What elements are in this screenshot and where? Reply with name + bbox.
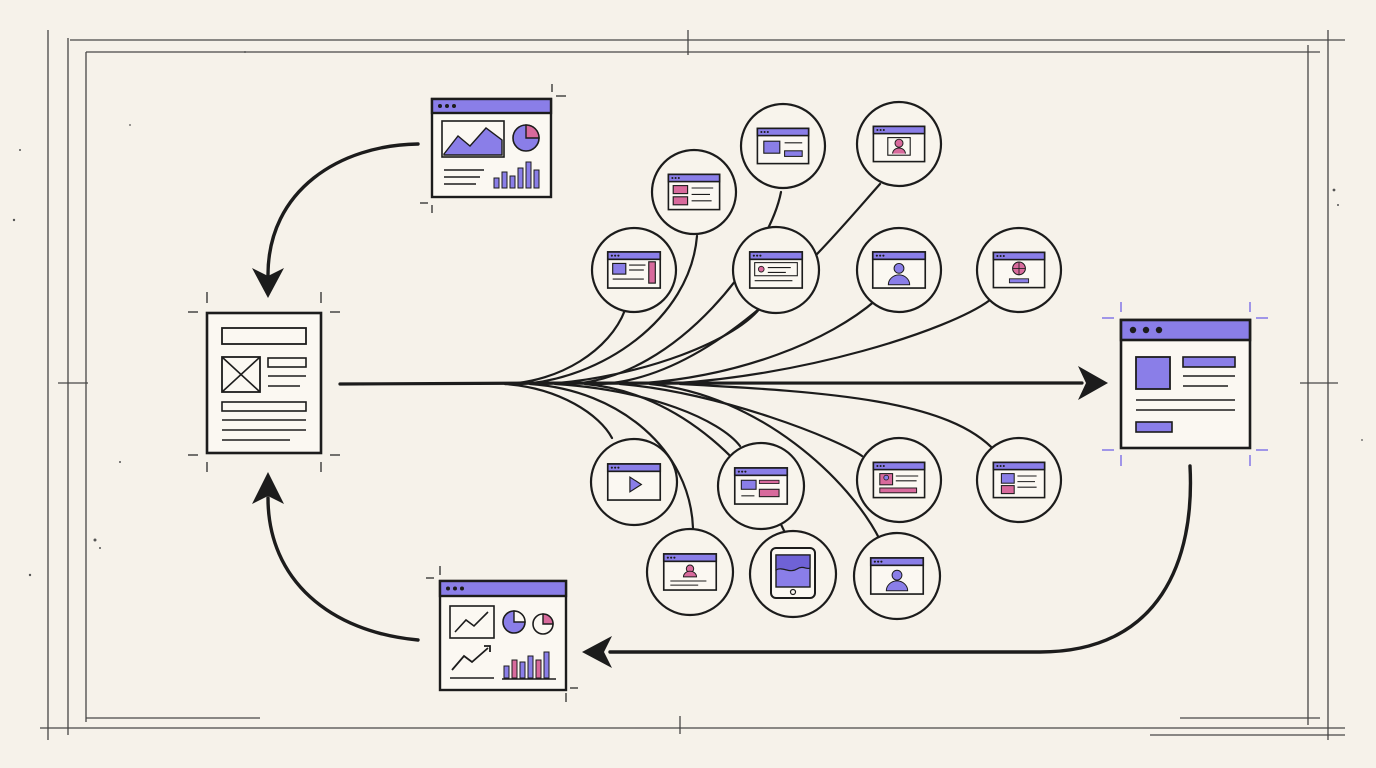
analytics-dashboard-icon <box>430 97 553 199</box>
browser-user-icon <box>869 557 925 595</box>
final-to-dashboard-arrow <box>582 464 1193 668</box>
variant-node <box>855 100 943 188</box>
variant-node <box>739 102 827 190</box>
browser-user-profile-icon <box>872 461 926 499</box>
browser-window-icon <box>1119 318 1252 450</box>
source-page <box>188 292 340 472</box>
analytics-dashboard-icon <box>438 579 568 692</box>
tablet-image-icon <box>770 547 816 599</box>
variant-node <box>855 226 943 314</box>
main-flow-arrow <box>338 366 1108 400</box>
browser-text-block-icon <box>756 127 810 165</box>
sketch-frame <box>40 30 1345 740</box>
variants-top <box>590 100 1063 315</box>
variant-node <box>975 226 1063 314</box>
dashboard-bottom <box>426 566 578 702</box>
variants-bottom <box>589 436 1063 621</box>
variant-node <box>590 226 678 314</box>
final-page <box>1102 302 1268 466</box>
browser-user-card-icon <box>662 553 718 591</box>
variant-node <box>716 441 806 531</box>
ink-speckles <box>12 51 1363 577</box>
dashboard-top <box>420 84 566 213</box>
feedback-arrow-bottom <box>252 472 420 642</box>
variant-node <box>748 529 838 619</box>
browser-globe-icon <box>992 251 1046 289</box>
browser-user-icon <box>872 125 926 163</box>
browser-two-blocks-icon <box>606 251 662 289</box>
browser-user-icon <box>871 251 927 289</box>
browser-pink-blocks-icon <box>667 173 721 211</box>
variant-node <box>731 225 821 315</box>
variant-node <box>855 436 943 524</box>
browser-pink-blocks-icon <box>733 467 789 505</box>
variant-node <box>589 437 679 527</box>
variant-node <box>975 436 1063 524</box>
browser-card-icon <box>748 251 804 289</box>
wireframe-page-icon <box>205 311 323 455</box>
feedback-arrow-top <box>252 142 420 298</box>
browser-video-icon <box>606 463 662 501</box>
variant-node <box>650 148 738 236</box>
variant-node <box>852 531 942 621</box>
browser-layout-icon <box>992 461 1046 499</box>
variant-node <box>645 527 735 617</box>
